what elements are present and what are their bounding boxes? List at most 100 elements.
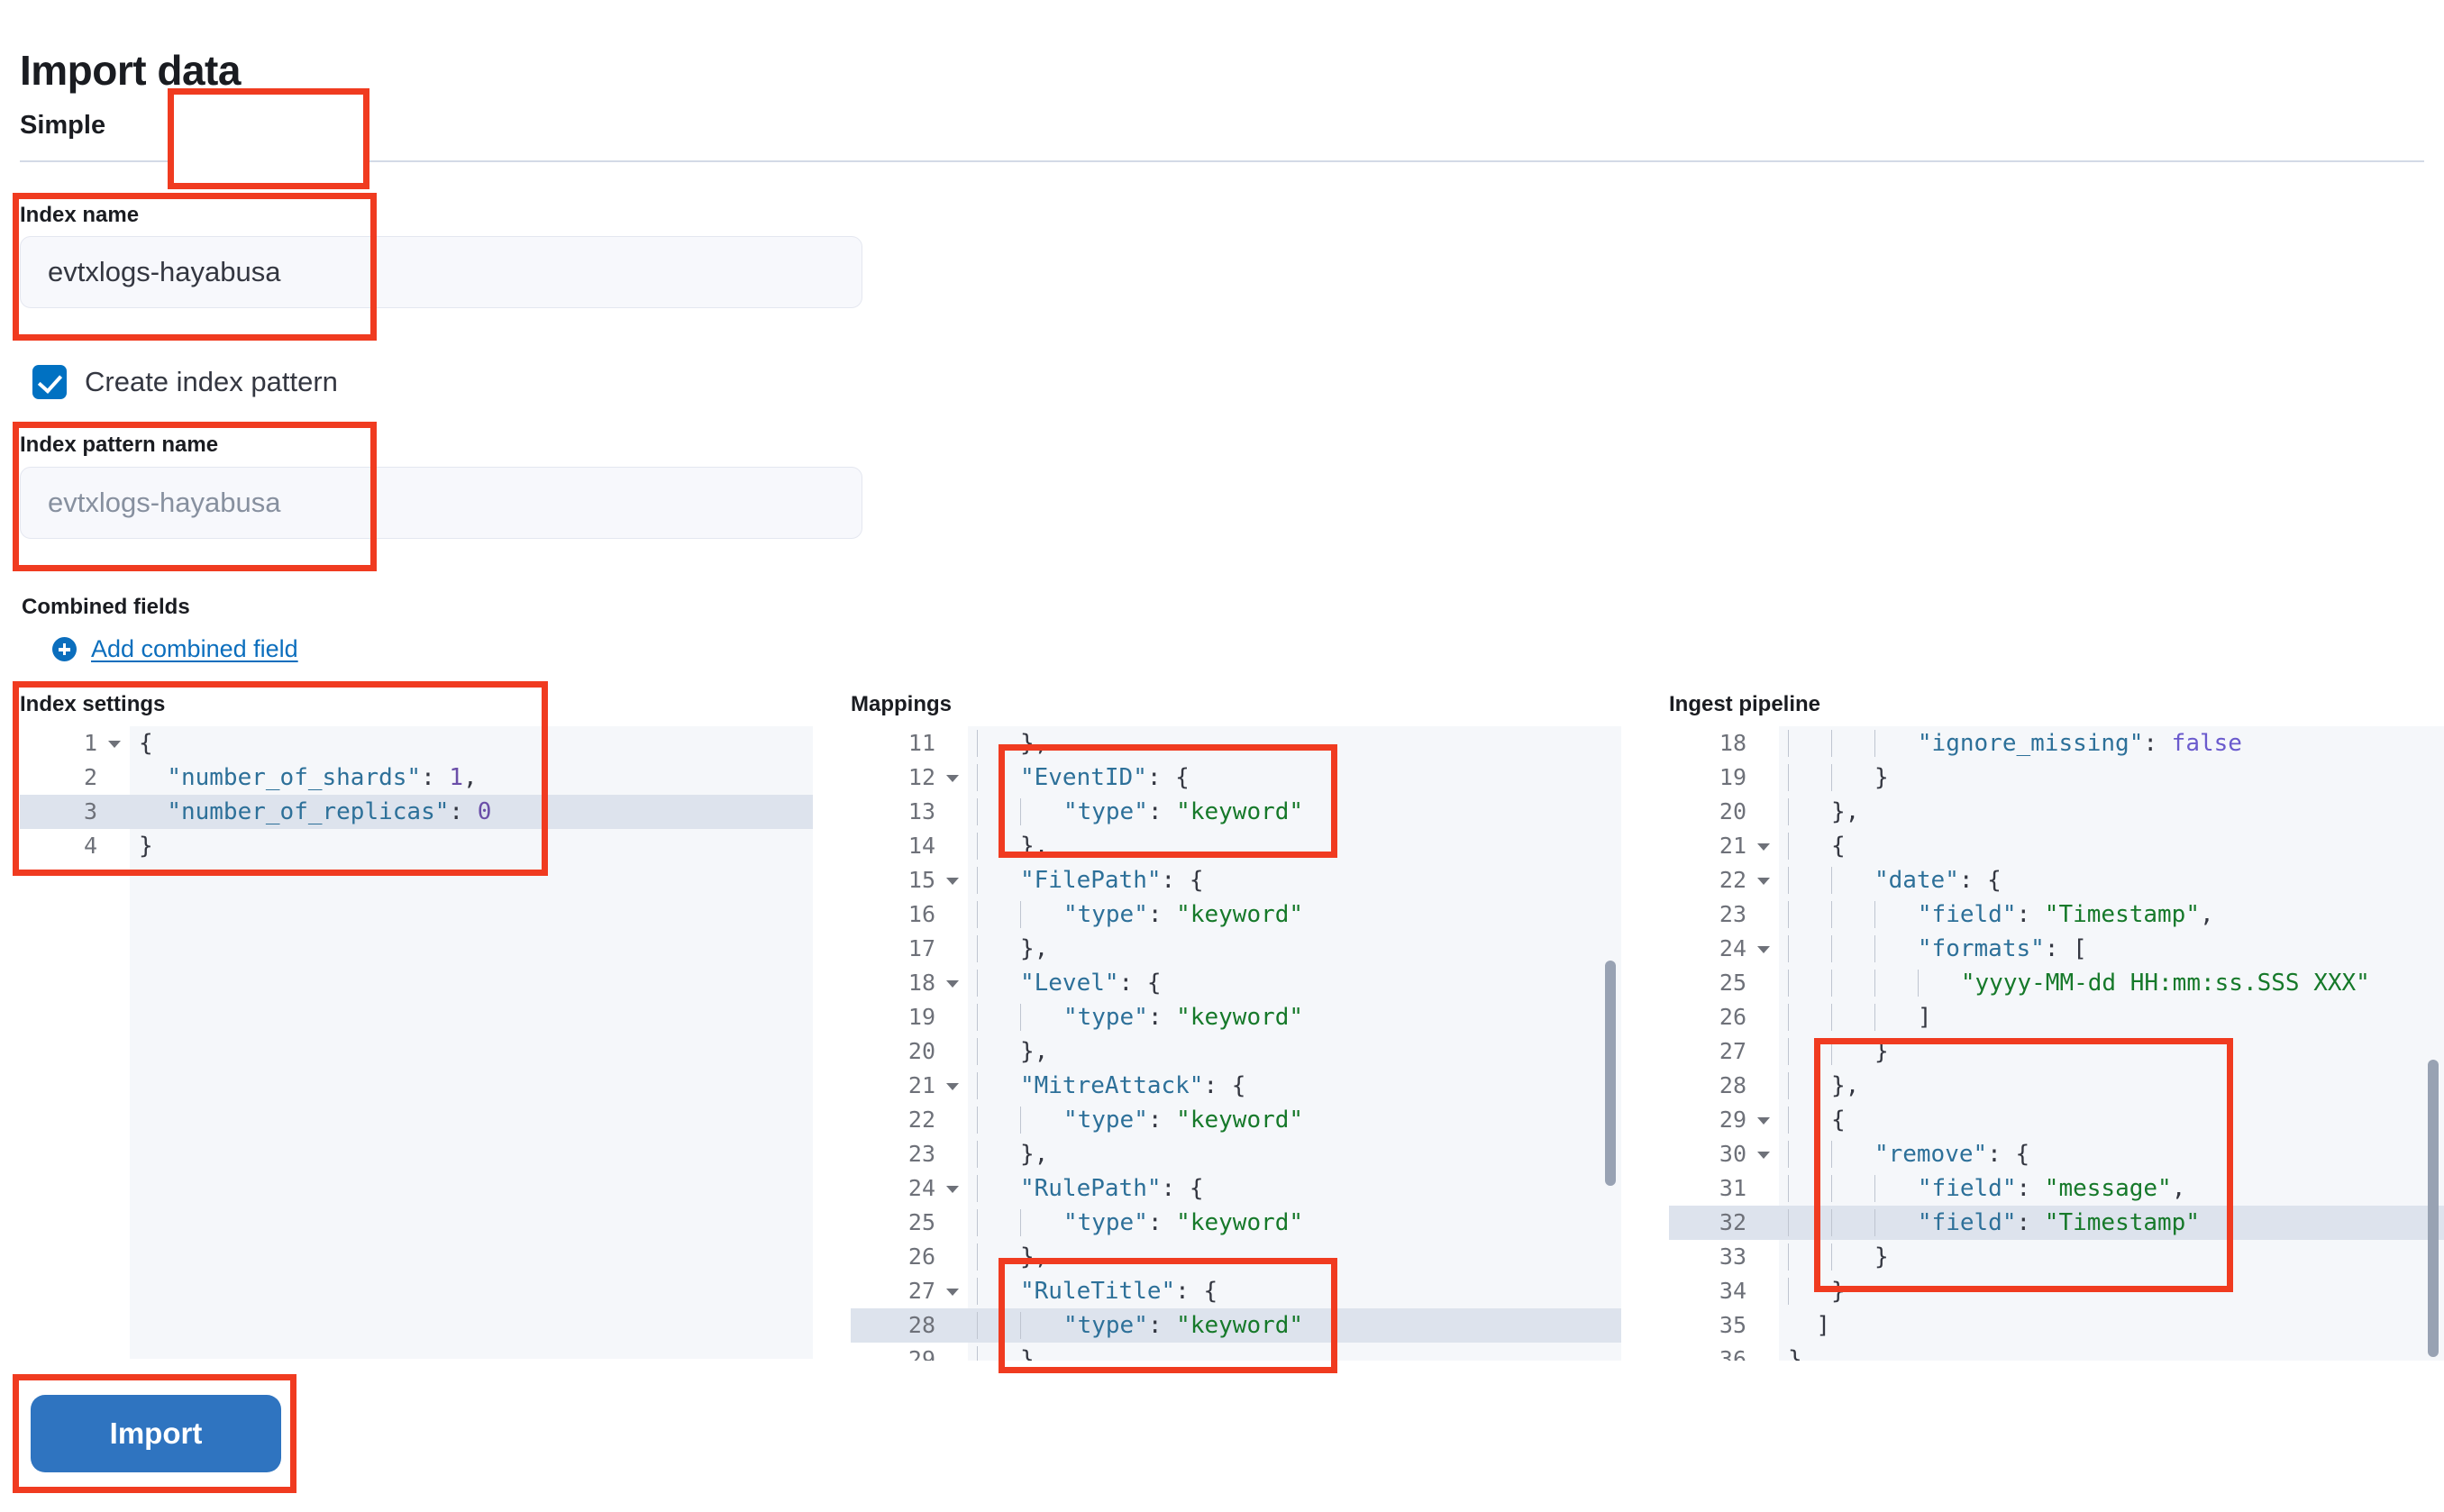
indent-guide [1917, 970, 1919, 997]
code-line[interactable]: "EventID": { [968, 761, 1621, 795]
line-number: 34 [1719, 1278, 1746, 1304]
code-line[interactable]: } [1779, 1274, 2444, 1308]
create-index-pattern-row[interactable]: Create index pattern [32, 365, 338, 399]
code-line[interactable]: "type": "keyword" [968, 1308, 1621, 1343]
code-line[interactable]: "formats": [ [1779, 932, 2444, 966]
code-line[interactable]: "MitreAttack": { [968, 1069, 1621, 1103]
line-number: 16 [907, 901, 935, 927]
line-number: 21 [1669, 829, 1779, 863]
line-number: 35 [1719, 1312, 1746, 1338]
indent-guide [1874, 730, 1875, 757]
fold-arrow-icon[interactable] [108, 741, 121, 748]
ingest-pipeline-code[interactable]: "ignore_missing": false } }, { "date": {… [1779, 726, 2444, 1361]
code-line[interactable]: "number_of_replicas": 0 [130, 795, 813, 829]
code-line[interactable]: { [139, 730, 153, 757]
code-line[interactable]: "type": "keyword" [968, 897, 1621, 932]
import-button[interactable]: Import [31, 1395, 281, 1472]
code-line[interactable]: "Level": { [968, 966, 1621, 1000]
code-line[interactable]: } [139, 833, 153, 860]
mappings-scrollbar[interactable] [1605, 961, 1616, 1186]
code-line[interactable]: "FilePath": { [968, 863, 1621, 897]
code-line[interactable]: ] [1779, 1000, 2444, 1034]
code-line[interactable]: } [1779, 1034, 2444, 1069]
code-line[interactable]: }, [968, 726, 1621, 761]
fold-arrow-icon[interactable] [1757, 1152, 1770, 1159]
mappings-code[interactable]: }, "EventID": { "type": "keyword" }, "Fi… [968, 726, 1621, 1361]
fold-arrow-icon[interactable] [946, 878, 959, 885]
code-line[interactable]: }, [1779, 1069, 2444, 1103]
indent-guide [977, 867, 978, 894]
fold-arrow-icon[interactable] [1757, 1117, 1770, 1125]
index-name-input[interactable]: evtxlogs-hayabusa [20, 236, 862, 308]
fold-arrow-icon[interactable] [946, 1083, 959, 1090]
code-line[interactable]: "type": "keyword" [968, 1206, 1621, 1240]
code-line[interactable]: } [1779, 761, 2444, 795]
code-line[interactable]: "type": "keyword" [968, 795, 1621, 829]
code-line[interactable]: { [1779, 829, 2444, 863]
code-line[interactable]: ] [1816, 1312, 1830, 1339]
fold-arrow-icon[interactable] [946, 1186, 959, 1193]
fold-arrow-icon[interactable] [1757, 878, 1770, 885]
fold-arrow-icon[interactable] [946, 980, 959, 988]
create-index-pattern-checkbox[interactable] [32, 365, 67, 399]
code-line[interactable]: }, [968, 932, 1621, 966]
line-number: 30 [1669, 1137, 1779, 1171]
indent-guide [977, 1107, 978, 1134]
indent-guide [1874, 1209, 1875, 1236]
line-number: 18 [1719, 730, 1746, 756]
line-number: 21 [851, 1069, 968, 1103]
code-line[interactable]: "field": "Timestamp" [1779, 1206, 2444, 1240]
code-line[interactable]: "date": { [1779, 863, 2444, 897]
code-line[interactable]: }, [968, 1343, 1621, 1361]
code-line[interactable]: "field": "message", [1779, 1171, 2444, 1206]
code-line[interactable]: "type": "keyword" [968, 1000, 1621, 1034]
code-line[interactable]: }, [968, 829, 1621, 863]
code-line[interactable]: }, [968, 1240, 1621, 1274]
add-combined-field-button[interactable]: Add combined field [52, 635, 298, 663]
ingest-pipeline-scrollbar[interactable] [2428, 1060, 2439, 1357]
code-line[interactable]: } [1788, 1346, 1802, 1361]
code-line[interactable]: } [1779, 1240, 2444, 1274]
fold-arrow-icon[interactable] [946, 775, 959, 782]
mappings-title: Mappings [851, 692, 952, 716]
indent-guide [1019, 1107, 1021, 1134]
indent-guide [1788, 867, 1789, 894]
code-line[interactable]: { [1779, 1103, 2444, 1137]
indent-guide [977, 764, 978, 791]
code-line[interactable]: }, [1779, 795, 2444, 829]
line-number: 13 [907, 798, 935, 824]
indent-guide [1830, 730, 1832, 757]
indent-guide [1788, 1038, 1789, 1065]
tab-advanced[interactable]: Advanced [182, 90, 307, 160]
fold-arrow-icon[interactable] [946, 1289, 959, 1296]
fold-arrow-icon[interactable] [1757, 946, 1770, 953]
tab-underline [20, 160, 2424, 162]
index-pattern-name-input[interactable]: evtxlogs-hayabusa [20, 467, 862, 539]
line-number: 33 [1719, 1243, 1746, 1270]
tab-simple[interactable]: Simple [20, 90, 105, 160]
indent-guide [977, 1278, 978, 1305]
code-line[interactable]: "number_of_shards": 1, [167, 764, 478, 791]
indent-guide [1830, 1004, 1832, 1031]
code-line[interactable]: "field": "Timestamp", [1779, 897, 2444, 932]
code-line[interactable]: "yyyy-MM-dd HH:mm:ss.SSS XXX" [1779, 966, 2444, 1000]
code-line[interactable]: }, [968, 1034, 1621, 1069]
code-line[interactable]: "RulePath": { [968, 1171, 1621, 1206]
indent-guide [1788, 798, 1789, 825]
indent-guide [977, 1312, 978, 1339]
indent-guide [977, 1004, 978, 1031]
code-line[interactable]: "RuleTitle": { [968, 1274, 1621, 1308]
index-settings-code[interactable]: { "number_of_shards": 1, "number_of_repl… [130, 726, 813, 1359]
fold-arrow-icon[interactable] [1757, 843, 1770, 851]
code-line[interactable]: "type": "keyword" [968, 1103, 1621, 1137]
code-line[interactable]: "ignore_missing": false [1779, 726, 2444, 761]
line-number: 19 [907, 1004, 935, 1030]
indent-guide [1874, 1004, 1875, 1031]
page-title: Import data [20, 46, 241, 94]
code-line[interactable]: "remove": { [1779, 1137, 2444, 1171]
code-line[interactable]: }, [968, 1137, 1621, 1171]
